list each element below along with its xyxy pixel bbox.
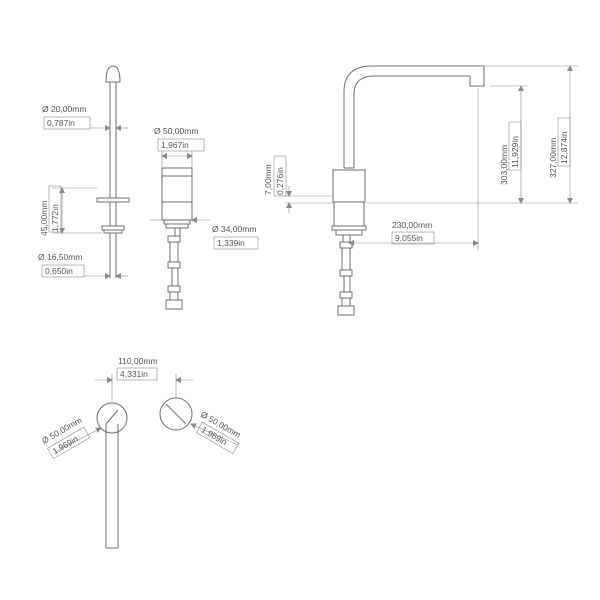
dim-spout-reach: 230,00mm 9,055in <box>348 88 479 250</box>
dim-hole-spacing: 110,00mm 4,331in <box>95 356 193 402</box>
dim-lever-height: 45,00mm 1,772in <box>39 185 102 236</box>
dim-left-rosette-diameter: Ø 50,00mm 1,969in <box>40 415 102 460</box>
dim-lever-diameter-in: 0,787in <box>47 118 75 128</box>
dim-lever-base-diameter: Ø 16,50mm 0,650in <box>38 252 128 279</box>
lever-knob <box>105 65 121 83</box>
spout-inner <box>353 75 470 168</box>
dim-lever-height-in: 1,772in <box>50 204 60 232</box>
body-side-view <box>161 167 193 310</box>
dim-spout-reach-in: 9,055in <box>395 233 423 243</box>
spout-outer <box>343 65 485 168</box>
dim-lever-diameter-mm: Ø 20,00mm <box>42 104 86 114</box>
dim-spout-height: 303,00mm 11,929in <box>366 85 528 204</box>
lever-nut <box>101 225 125 231</box>
dim-body-base-diameter: Ø 34,00mm 1,339in <box>150 217 259 250</box>
dim-flange-thickness: 7,00mm 0,276in <box>263 155 333 213</box>
faucet-front-view <box>331 65 485 316</box>
dim-hole-spacing-in: 4,331in <box>120 369 148 379</box>
dim-spout-height-mm: 303,00mm <box>499 145 509 185</box>
dim-flange-thickness-in: 0,276in <box>275 167 285 195</box>
dim-total-height-mm: 327,00mm <box>548 138 558 178</box>
body-cylinder <box>161 167 193 203</box>
dim-spout-height-in: 11,929in <box>510 136 520 168</box>
lever-flange <box>96 197 130 203</box>
spout-tip <box>469 76 485 87</box>
dim-body-base-diameter-in: 1,339in <box>217 238 245 248</box>
dim-lever-base-diameter-mm: Ø 16,50mm <box>38 252 82 262</box>
dim-body-diameter: Ø 50,00mm 1,967in <box>154 126 205 168</box>
dim-flange-thickness-mm: 7,00mm <box>263 164 273 195</box>
dim-body-diameter-mm: Ø 50,00mm <box>154 126 198 136</box>
dim-lever-diameter: Ø 20,00mm 0,787in <box>42 104 128 131</box>
dim-hole-spacing-mm: 110,00mm <box>118 356 158 366</box>
dim-total-height-in: 12,874in <box>559 131 569 164</box>
top-view <box>96 397 193 549</box>
dim-right-rosette-diameter: Ø 50,00mm 1,969in <box>190 409 242 455</box>
dim-lever-height-mm: 45,00mm <box>39 201 49 236</box>
lever-side-view <box>96 65 130 278</box>
dim-spout-reach-mm: 230,00mm <box>392 220 432 230</box>
left-rosette <box>96 402 128 434</box>
body-lower <box>161 201 193 221</box>
dim-total-height: 327,00mm 12,874in <box>484 65 578 204</box>
dim-body-diameter-in: 1,967in <box>161 140 189 150</box>
faucet-body <box>332 169 366 203</box>
dim-lever-base-diameter-in: 0,650in <box>45 266 73 276</box>
dim-body-base-diameter-mm: Ø 34,00mm <box>212 224 256 234</box>
